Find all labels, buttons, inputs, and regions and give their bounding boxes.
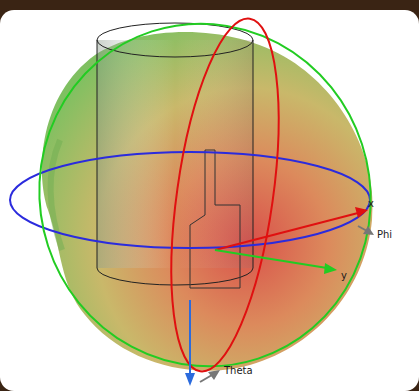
patch-outline: [190, 150, 240, 288]
axis-label: Phi: [377, 230, 392, 240]
cylinder-top: [97, 23, 253, 57]
cut-plane-circle: [153, 12, 298, 378]
axis-label: Theta: [224, 366, 253, 376]
y-axis: [215, 250, 327, 268]
axis-label: x: [368, 199, 374, 209]
z-arrowhead: [185, 373, 195, 386]
axis-label: y: [341, 271, 347, 281]
phi-cut-circle: [10, 152, 370, 248]
theta-arrow: [200, 375, 212, 382]
x-axis: [215, 213, 358, 250]
phi-arrowhead: [363, 226, 374, 235]
background: [0, 10, 419, 391]
z-axis: [189, 300, 191, 374]
theta-arrowhead: [208, 370, 220, 380]
y-arrowhead: [324, 263, 337, 274]
x-arrowhead: [355, 207, 368, 218]
radiation-pattern: [42, 32, 373, 371]
